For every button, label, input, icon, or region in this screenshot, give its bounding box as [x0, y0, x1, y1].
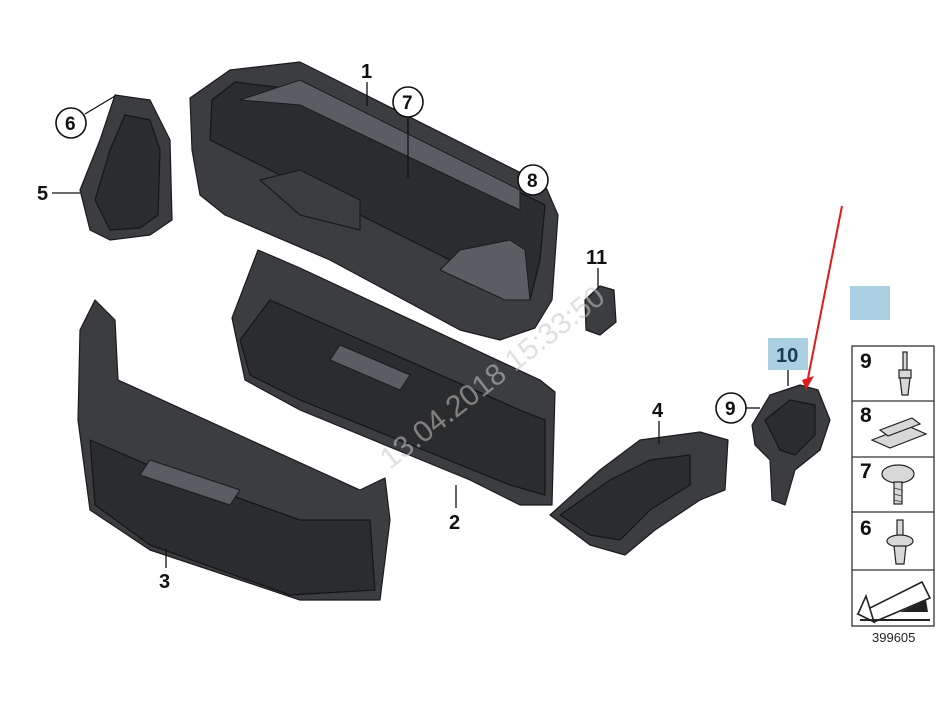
callout-label: 2: [449, 512, 460, 534]
callout-label: 3: [159, 571, 170, 593]
part-1-upper-air-duct[interactable]: [189, 61, 559, 341]
callout-label: 1: [361, 61, 372, 83]
circled-callout-9: 9: [715, 392, 760, 424]
screw-icon: [881, 464, 915, 505]
callout-label: 4: [652, 400, 664, 422]
annotation-arrow: [802, 205, 843, 390]
callout-label: 9: [725, 399, 736, 420]
legend-panel: 9 8 7 6: [851, 345, 935, 627]
circled-callout-8: 8: [517, 164, 549, 196]
legend-row-7: 7: [860, 460, 915, 505]
legend-number: 7: [860, 460, 872, 483]
callout-label: 11: [586, 247, 607, 269]
circled-callout-6: 6: [55, 95, 116, 139]
clip-nut-icon: [870, 417, 928, 449]
part-5-side-duct[interactable]: [79, 94, 173, 241]
callout-11: 11: [586, 247, 607, 288]
callout-label: 5: [37, 183, 48, 205]
callout-1: 1: [361, 61, 372, 106]
part-11-small-cover[interactable]: [584, 285, 617, 336]
part-4-lateral-duct[interactable]: [549, 431, 729, 556]
legend-row-9: 9: [860, 350, 912, 396]
legend-row-6: 6: [860, 517, 914, 565]
legend-row-8: 8: [860, 404, 928, 449]
highlight-swatch: [850, 286, 890, 320]
callout-label: 7: [402, 93, 413, 114]
callout-2: 2: [449, 485, 460, 534]
legend-number: 6: [860, 517, 872, 540]
callout-4: 4: [652, 400, 664, 444]
callout-5: 5: [37, 183, 80, 205]
legend-number: 8: [860, 404, 872, 427]
circled-callout-7: 7: [392, 86, 424, 178]
part-10-air-guide-bracket[interactable]: [751, 384, 831, 506]
expanding-rivet-icon: [886, 519, 914, 565]
callout-label: 8: [527, 171, 538, 192]
callout-label: 6: [65, 114, 76, 135]
part-2-lower-air-duct[interactable]: [231, 249, 556, 506]
legend-number: 9: [860, 350, 872, 373]
part-3-bottom-cover[interactable]: [77, 299, 391, 601]
highlighted-callout-10[interactable]: 10: [768, 338, 808, 386]
front-direction-arrow-icon: [856, 580, 932, 624]
diagram-code: 399605: [872, 630, 915, 645]
rivet-icon: [898, 351, 912, 396]
callout-label: 10: [776, 345, 798, 367]
callout-3: 3: [159, 548, 170, 593]
